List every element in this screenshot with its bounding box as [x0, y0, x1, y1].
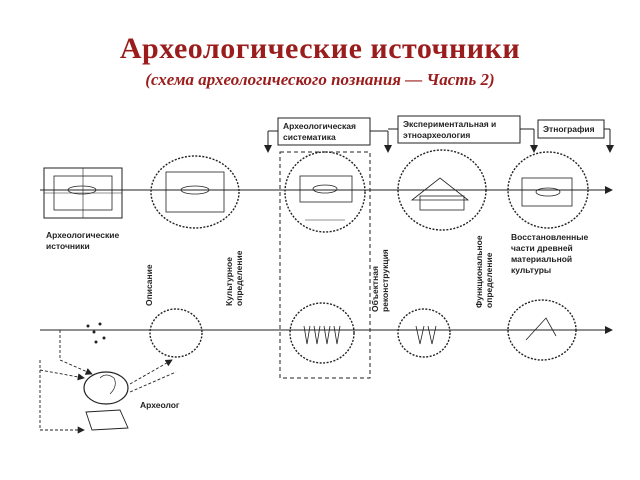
scene-experimental	[397, 149, 487, 231]
systematics-box: Археологическая систематика	[277, 117, 371, 146]
sources-label-line2: источники	[46, 241, 90, 251]
sources-label-line1: Археологические	[46, 230, 119, 240]
ethnography-box: Этнография	[537, 119, 605, 139]
restored-label-line1: Восстановленные	[511, 232, 589, 242]
scene-fragments	[86, 322, 106, 344]
experimental-box: Экспериментальная и этноархеология	[397, 115, 521, 144]
page-title: Археологические источники	[119, 32, 521, 65]
systematics-label-line1: Археологическая	[283, 121, 356, 131]
cultural-label-line1: Культурное	[224, 257, 234, 306]
ethnography-label: Этнография	[543, 124, 595, 134]
restored-label-line3: материальной	[511, 254, 572, 264]
scene-artifacts	[289, 302, 355, 364]
systematics-dashed-frame	[279, 151, 371, 379]
scene-ethnographic	[507, 151, 589, 229]
page-subtitle: (схема археологического познания — Часть…	[145, 70, 495, 89]
top-connector-arrows	[264, 128, 614, 153]
functional-label-line1: Функциональное	[474, 235, 484, 308]
scene-reconstruction	[397, 308, 451, 358]
description-label: Описание	[144, 264, 154, 306]
functional-label-line2: определение	[484, 252, 494, 308]
experimental-label-line2: этноархеология	[403, 130, 470, 140]
archaeologist-label: Археолог	[140, 400, 180, 410]
scene-described	[150, 155, 240, 229]
systematics-label-line2: систематика	[283, 132, 336, 142]
cultural-label-line2: определение	[234, 250, 244, 306]
scene-systematized	[284, 151, 366, 233]
restored-label-line4: культуры	[511, 265, 551, 275]
reconstruction-label-line2: реконструкция	[380, 249, 390, 312]
feedback-dashed-lines	[39, 330, 177, 434]
restored-label-line2: части древней	[511, 243, 573, 253]
scene-cultural	[149, 308, 203, 358]
scene-sources	[43, 167, 123, 219]
experimental-label-line1: Экспериментальная и	[403, 119, 496, 129]
scene-restored-culture	[507, 299, 577, 361]
archaeologist-figure	[83, 371, 129, 431]
reconstruction-label-line1: Объектная	[370, 266, 380, 312]
